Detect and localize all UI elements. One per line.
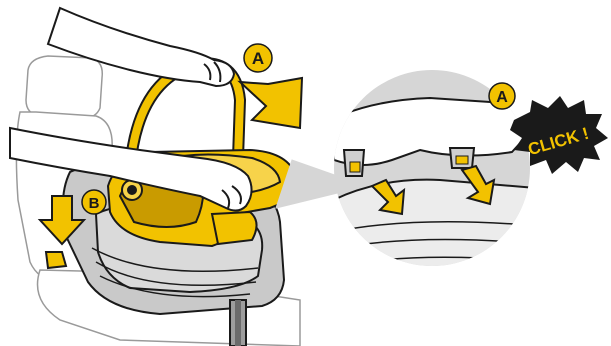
detail-marker-a-badge: A (489, 83, 515, 109)
headrest (26, 56, 102, 118)
detail-indicator-right (456, 156, 468, 164)
isofix-arm (46, 252, 66, 268)
carrier-footrest (212, 212, 257, 244)
support-leg-inner (235, 300, 241, 346)
marker-a-badge: A (244, 44, 272, 72)
detail-callout: A (276, 70, 560, 290)
press-arrow-a (240, 78, 302, 128)
detail-indicator-left (350, 162, 360, 172)
detail-marker-a-label: A (496, 89, 508, 106)
marker-b-label: B (89, 195, 100, 212)
marker-a-label: A (252, 49, 264, 68)
arrow-diagonal-icon (240, 78, 302, 128)
marker-b-badge: B (82, 190, 106, 214)
carrier-hub-center (128, 186, 136, 194)
